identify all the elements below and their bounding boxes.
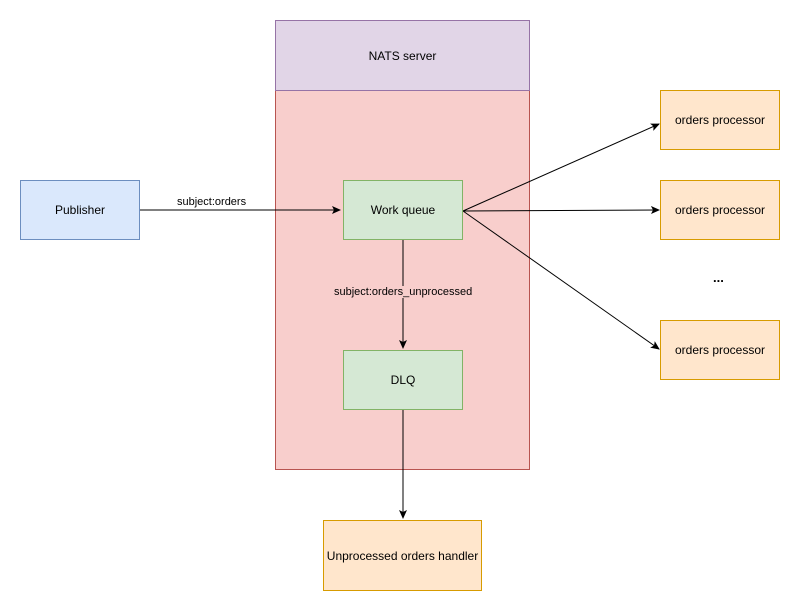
edge-label-subject-orders: subject:orders <box>177 196 247 208</box>
orders-processor-node-1[interactable]: orders processor <box>660 90 780 150</box>
edge-work-queue-to-processor-3 <box>462 210 660 350</box>
edge-work-queue-to-processor-1 <box>462 123 660 212</box>
work-queue-node[interactable]: Work queue <box>343 180 463 240</box>
orders-processor-label-2: orders processor <box>674 203 766 217</box>
edge-work-queue-to-processor-2 <box>462 206 660 215</box>
publisher-label: Publisher <box>54 203 106 217</box>
orders-processor-label-1: orders processor <box>674 113 766 127</box>
nats-server-header: NATS server <box>275 20 530 91</box>
orders-processor-label-3: orders processor <box>674 343 766 357</box>
unprocessed-orders-handler-node[interactable]: Unprocessed orders handler <box>323 520 482 591</box>
dlq-node[interactable]: DLQ <box>343 350 463 410</box>
dlq-label: DLQ <box>390 373 416 387</box>
work-queue-label: Work queue <box>370 203 436 217</box>
publisher-node[interactable]: Publisher <box>20 180 140 240</box>
more-processors-ellipsis: ... <box>713 270 724 285</box>
orders-processor-node-3[interactable]: orders processor <box>660 320 780 380</box>
orders-processor-node-2[interactable]: orders processor <box>660 180 780 240</box>
nats-server-title: NATS server <box>368 48 437 63</box>
edge-label-subject-orders-unprocessed: subject:orders_unprocessed <box>334 286 473 298</box>
unprocessed-orders-handler-label: Unprocessed orders handler <box>326 548 479 563</box>
